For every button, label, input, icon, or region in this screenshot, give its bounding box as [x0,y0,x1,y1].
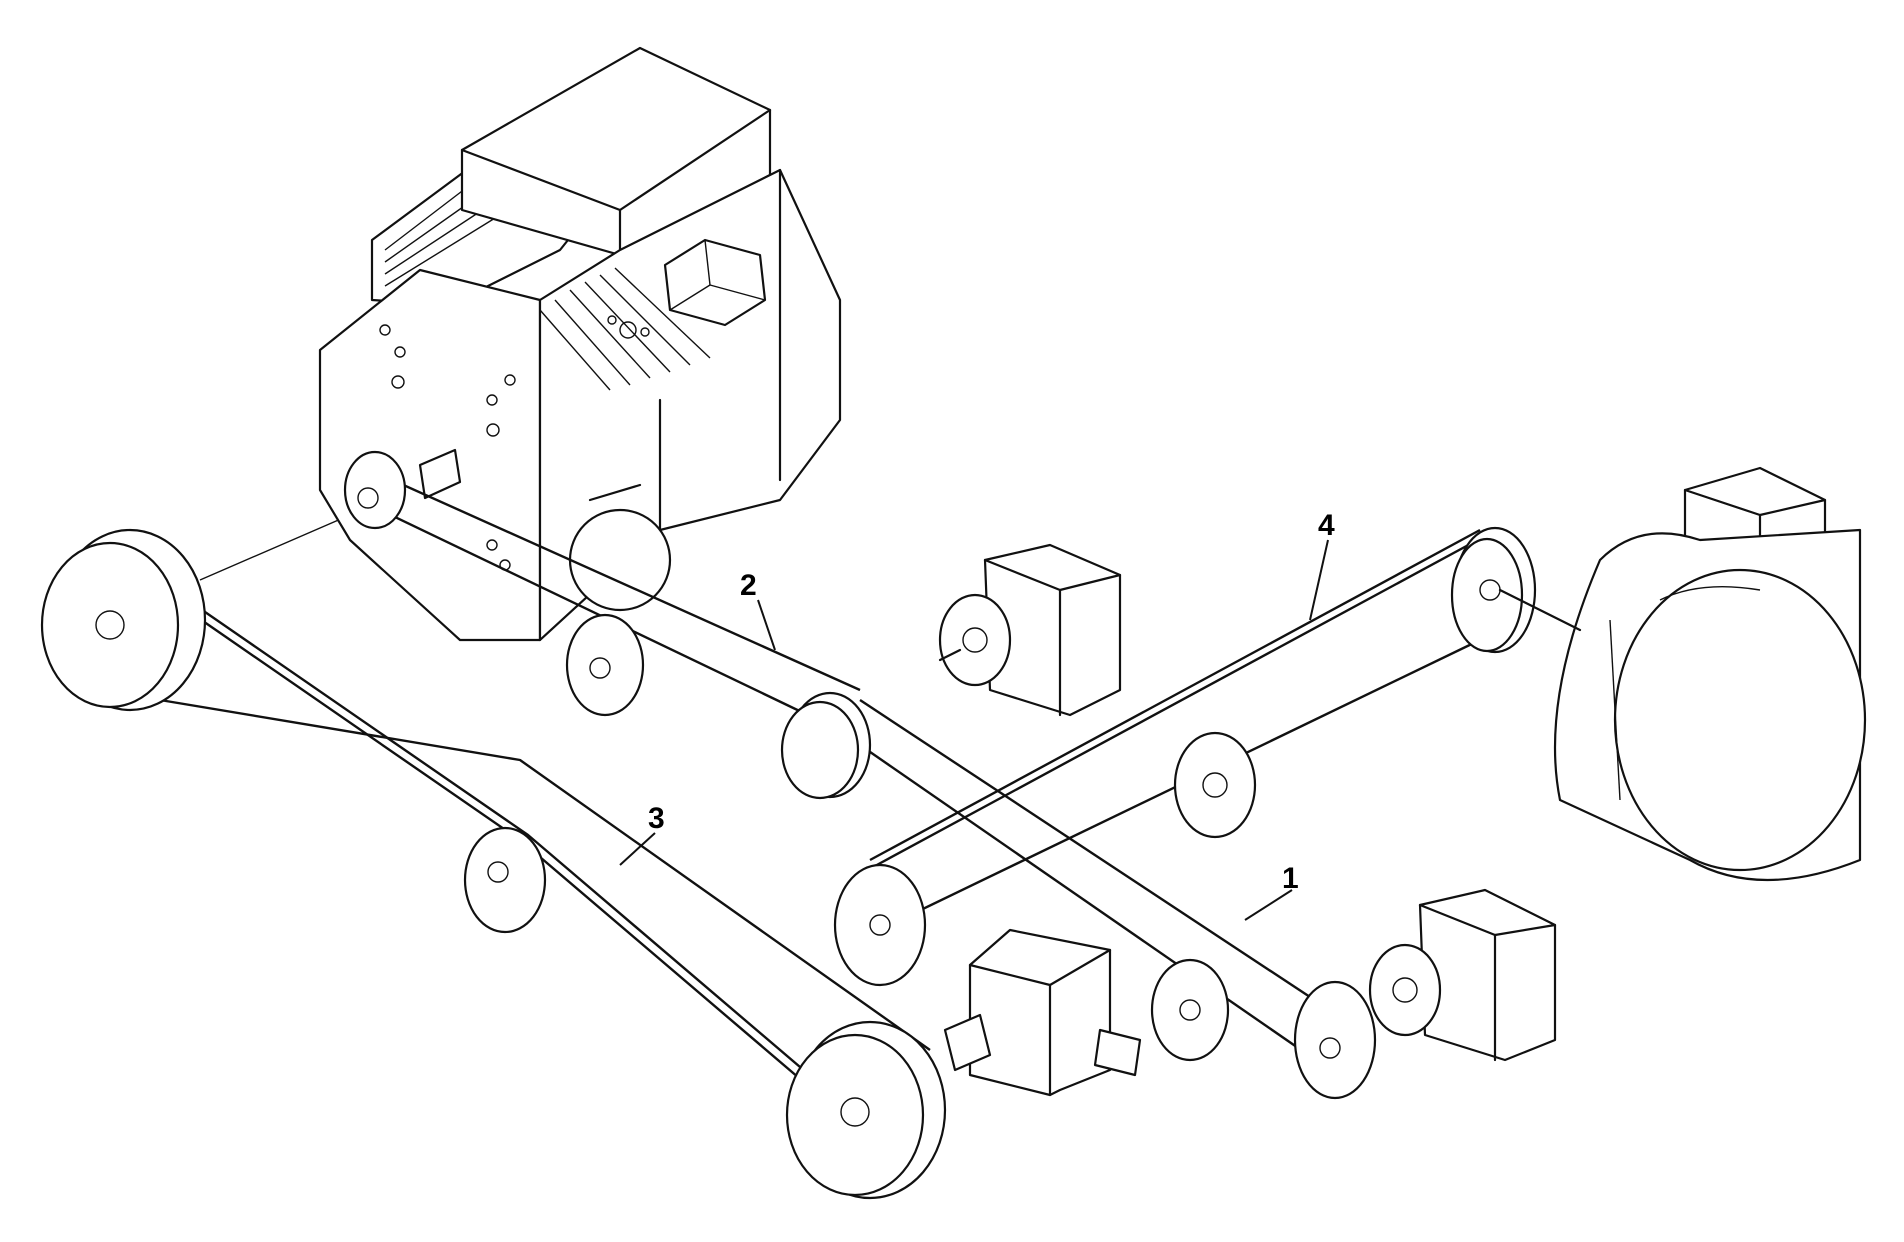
callout-label-1: 1 [1282,862,1299,895]
pulley-idler-left [463,826,547,934]
pulley-large-left [40,528,207,712]
pulley-pump-drive [1293,980,1377,1100]
hydraulic-pump-upper [938,543,1122,717]
engine [199,46,842,642]
gearbox [943,928,1142,1097]
callout-leader-1 [1244,889,1293,921]
pulley-idler-top [565,613,645,717]
callout-leader-2 [757,599,776,651]
callout-leader-4 [1309,539,1329,621]
blower-housing [1553,466,1867,882]
pulley-bottom-left [785,1020,947,1200]
belt-4-drive [869,528,1486,922]
callout-label-4: 4 [1318,509,1335,542]
callout-leader-3 [619,832,656,866]
pulley-fan [1450,526,1582,654]
callout-label-2: 2 [740,569,757,602]
pulley-idler-right [1173,731,1257,839]
callout-label-3: 3 [648,802,665,835]
pulley-idler-bottom [1150,958,1230,1062]
pulley-engine-crank [343,450,407,530]
pulley-mid-left [780,691,872,800]
pulley-gearbox [833,863,927,987]
callouts: 1 2 3 4 [619,509,1335,921]
hydraulic-pump-lower [1368,888,1557,1062]
